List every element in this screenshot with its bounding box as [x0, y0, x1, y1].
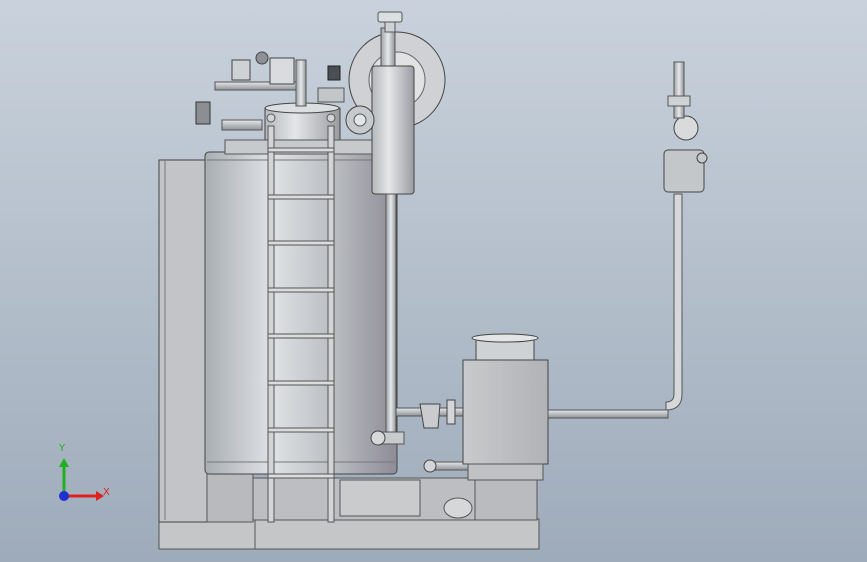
triad-z-origin — [59, 491, 69, 501]
downcomer-pipe — [370, 193, 405, 446]
triad-x-label: X — [103, 487, 110, 498]
coordinate-triad — [59, 458, 104, 501]
top-valve-cluster — [195, 51, 345, 131]
burner-assembly — [345, 11, 446, 195]
triad-x-arrowhead — [96, 491, 104, 501]
flue-box — [462, 333, 549, 481]
feedwater-line — [395, 399, 479, 473]
access-ladder — [266, 113, 336, 523]
gas-supply-line — [547, 61, 708, 419]
base-skid — [158, 477, 540, 550]
triad-y-arrowhead — [59, 458, 69, 467]
side-frame-panel — [158, 159, 254, 523]
triad-y-label: Y — [59, 443, 66, 454]
